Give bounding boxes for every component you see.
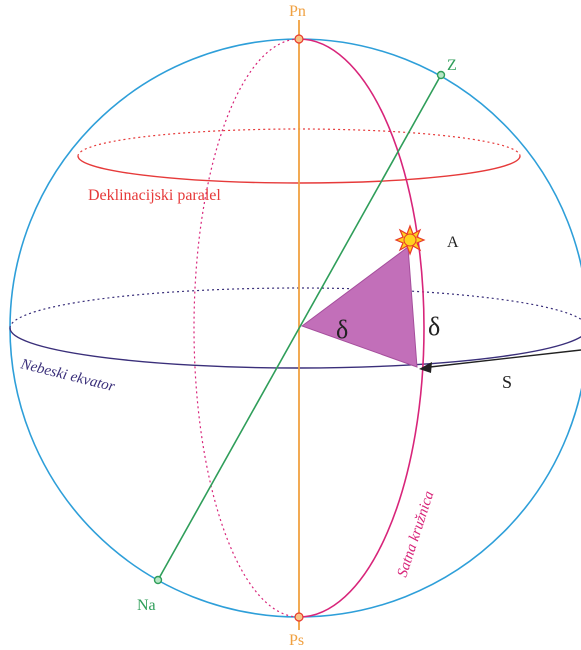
label-a: A [447,234,459,251]
label-hour-circle: Satna kružnica [395,489,438,579]
hour-angle-line [429,349,581,368]
equator-back [9,287,581,329]
sun-icon [394,224,426,256]
label-delta-center: δ [336,315,348,344]
declination-sector [300,246,418,368]
label-s: S [502,372,512,392]
point-pn [294,34,304,44]
label-pn: Pn [289,3,306,20]
point-z [436,70,446,80]
hour-circle-front [298,38,425,618]
label-celestial-equator: Nebeski ekvator [18,356,116,395]
label-delta-arc: δ [428,312,440,341]
label-declination-parallel: Deklinacijski paralel [88,187,221,204]
zenith-nadir-line [157,74,442,581]
point-ps [294,612,304,622]
arrow-head [419,362,432,373]
label-na: Na [137,597,156,614]
celestial-sphere [9,38,581,618]
hour-circle-back [193,38,300,618]
label-z: Z [447,57,457,74]
point-na [153,575,163,585]
label-ps: Ps [289,632,304,649]
